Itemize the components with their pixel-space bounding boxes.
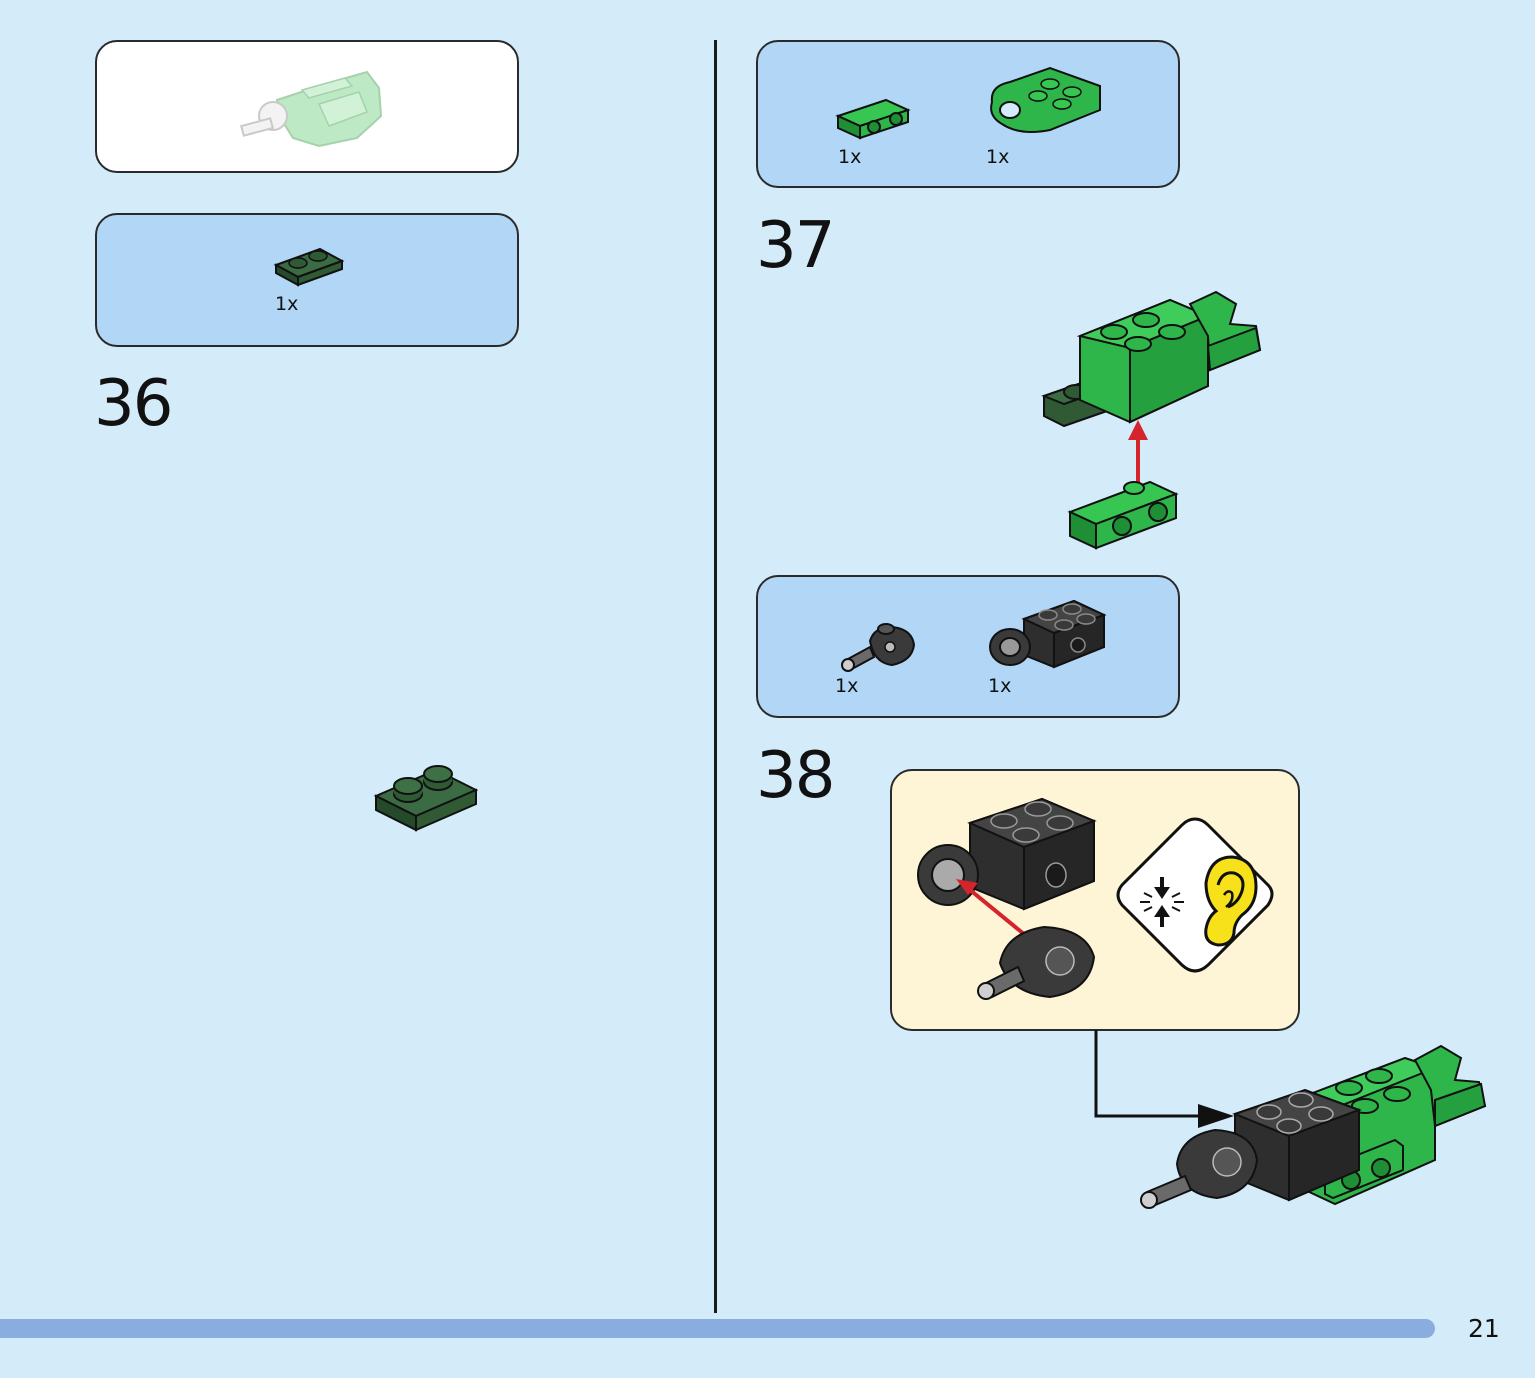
step-38-parts-callout: 1x 1x — [756, 575, 1180, 718]
green-ball-joint-brick-part-icon — [990, 66, 1101, 133]
part-quantity: 1x — [838, 146, 862, 168]
callout-connector-arrow — [1094, 1030, 1234, 1128]
part-quantity: 1x — [275, 293, 299, 315]
part-quantity: 1x — [988, 675, 1012, 697]
part-quantity: 1x — [835, 675, 859, 697]
column-divider — [714, 40, 717, 1313]
step-37-assembly-illustration — [1041, 290, 1262, 550]
black-socket-brick-part-icon — [989, 599, 1107, 669]
black-ball-socket-axle-part-icon — [841, 623, 916, 672]
step-36-parts-callout: 1x — [95, 213, 519, 347]
step-38-assembly-illustration — [1140, 1044, 1487, 1209]
step-number: 38 — [756, 739, 835, 813]
step-38-detail-callout — [890, 769, 1300, 1031]
ghosted-subassembly-illustration — [239, 70, 383, 148]
page-progress-bar — [0, 1319, 1435, 1338]
green-bracket-part-icon — [835, 98, 911, 140]
subassembly-preview-panel — [95, 40, 519, 173]
step-number: 37 — [756, 209, 835, 283]
socket-brick-connection-illustration — [917, 797, 1097, 1000]
step-37-parts-callout: 1x 1x — [756, 40, 1180, 188]
dark-green-plate-part-icon — [273, 247, 345, 287]
step-36-assembly-illustration — [373, 765, 479, 832]
click-sound-icon — [1116, 817, 1274, 973]
part-quantity: 1x — [986, 146, 1010, 168]
page-number: 21 — [1468, 1314, 1500, 1343]
step-number: 36 — [94, 367, 173, 441]
